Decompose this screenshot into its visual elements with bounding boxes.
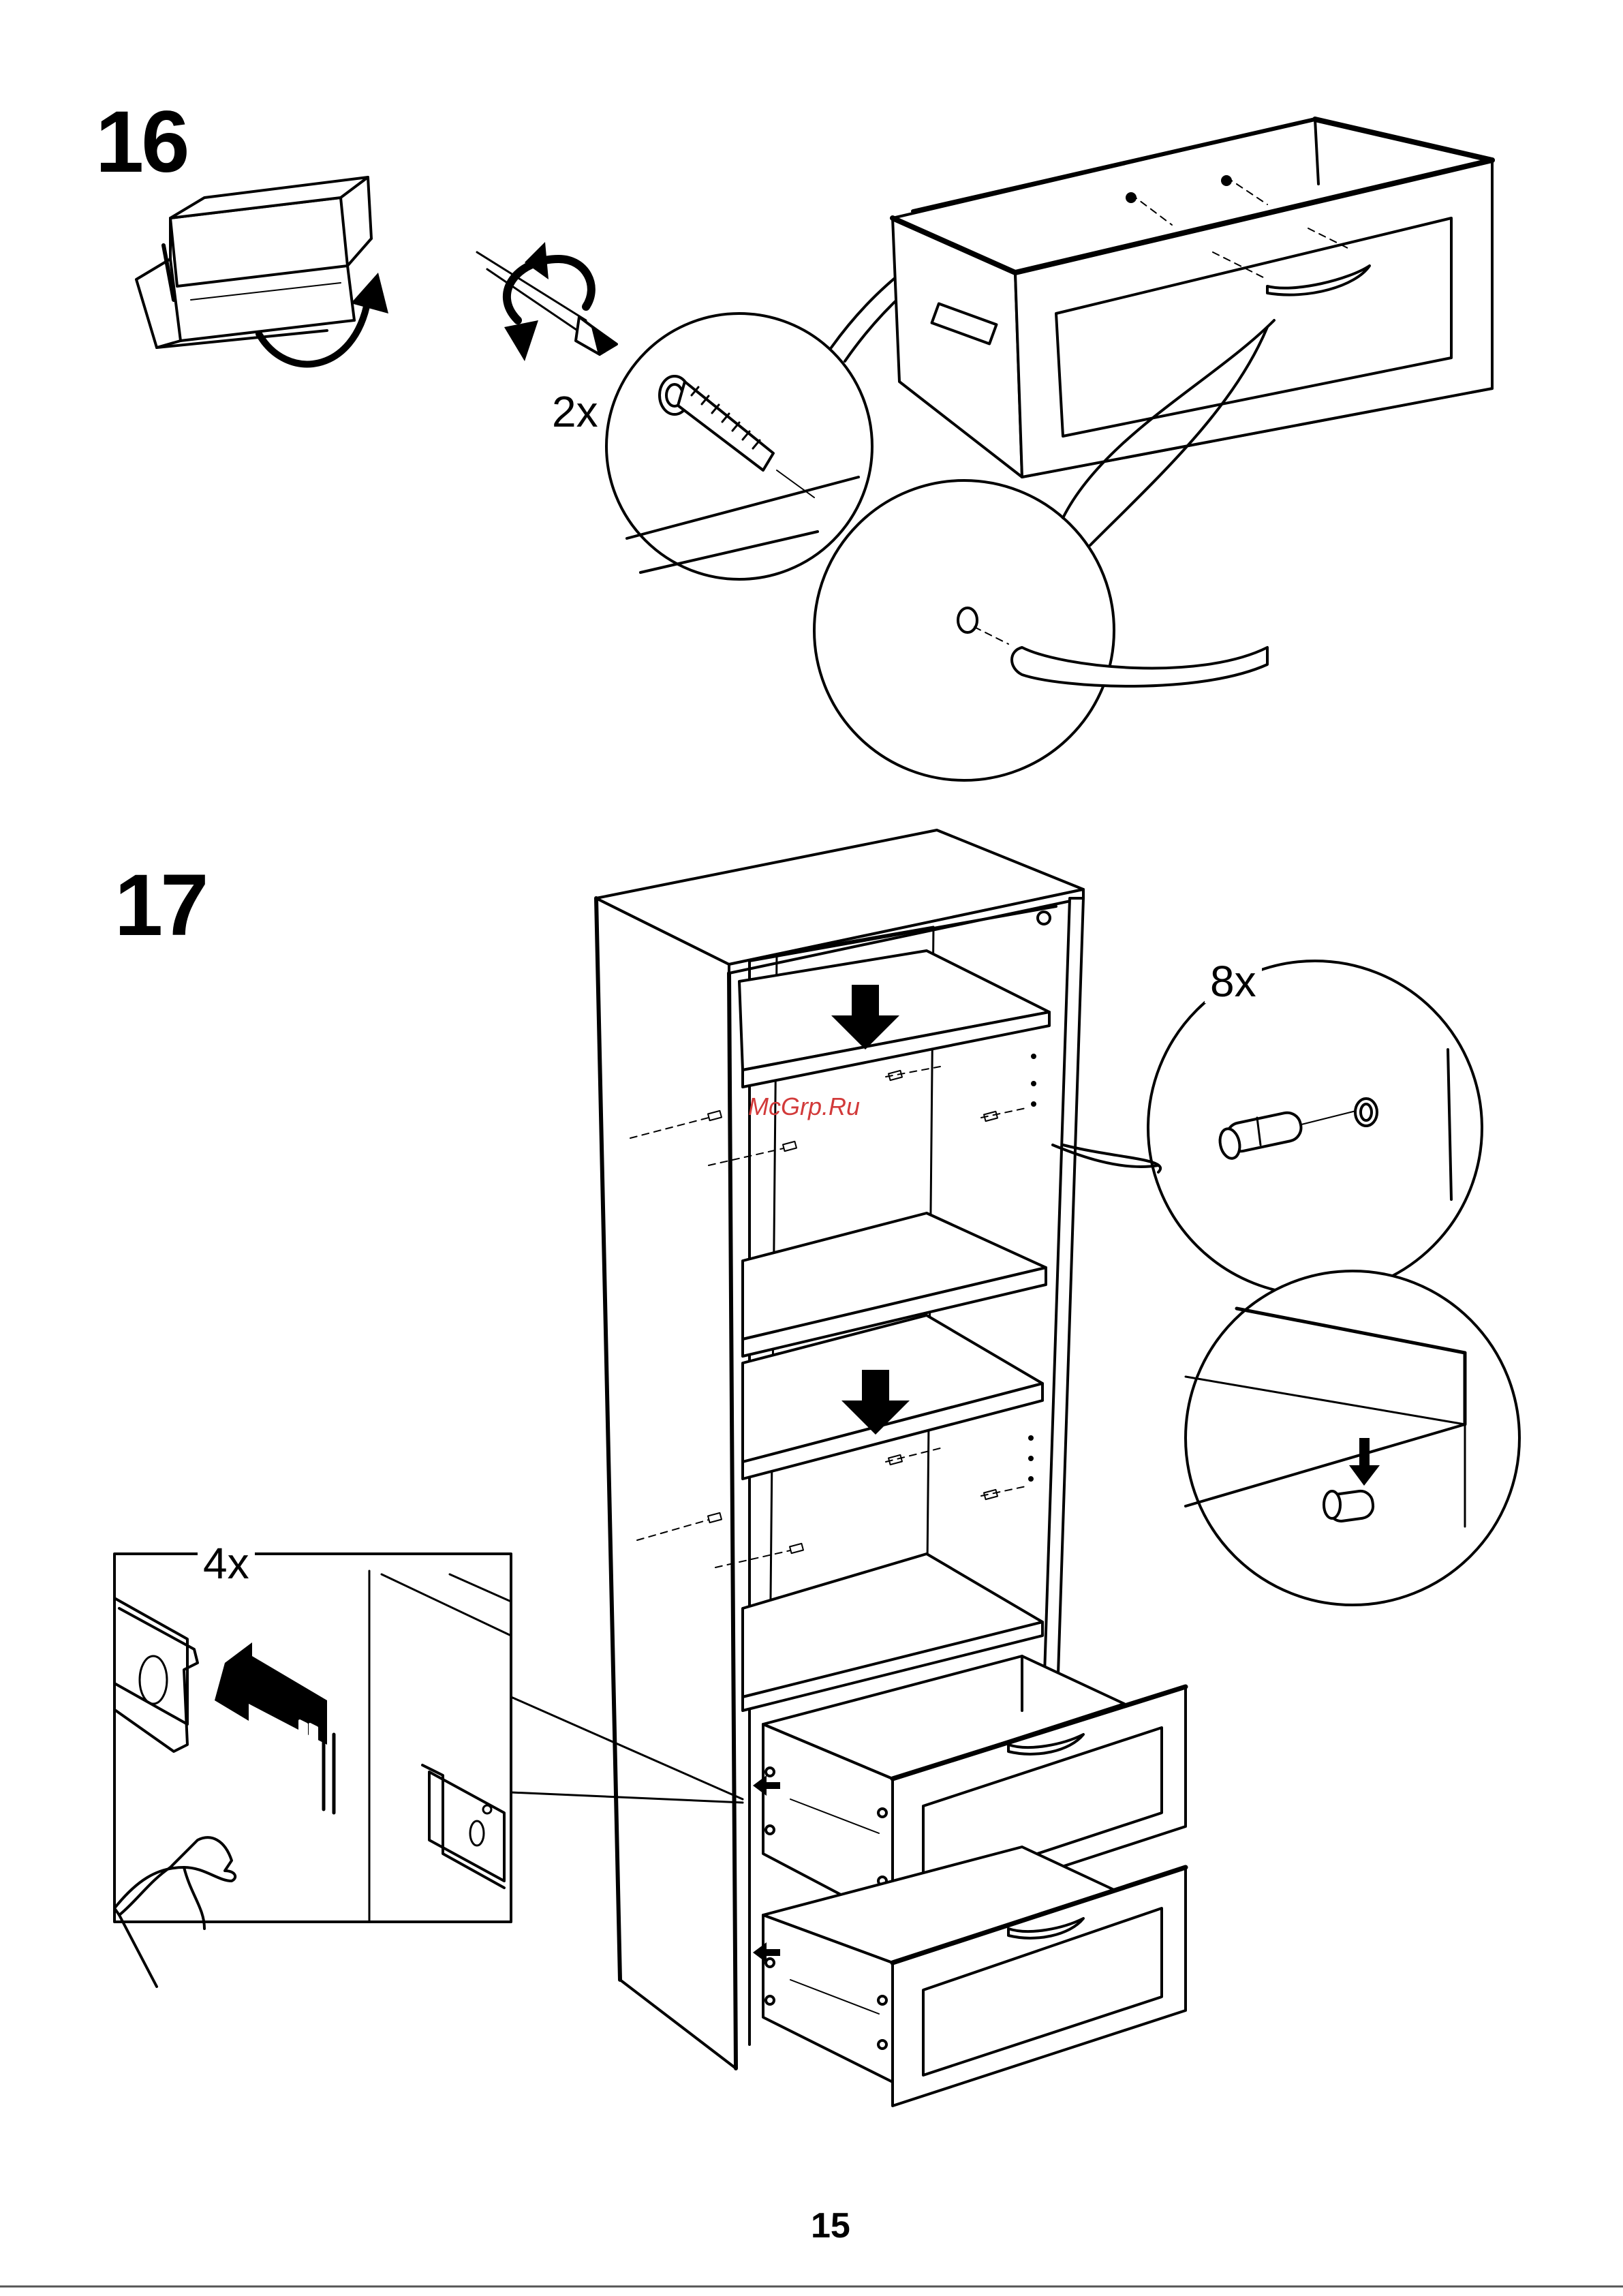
quantity-label-slides: 4x (198, 1542, 255, 1585)
step-number-17: 17 (114, 862, 206, 949)
quantity-label-screws: 2x (546, 390, 604, 433)
dowel-icon (1324, 1490, 1374, 1523)
dowel-detail-callout (1053, 961, 1482, 1295)
watermark: McGrp.Ru (748, 1095, 860, 1119)
step-number-16: 16 (95, 99, 187, 186)
quantity-label-dowels: 8x (1205, 960, 1262, 1003)
page-number: 15 (811, 2208, 850, 2244)
shelf-support-detail-callout (1186, 1271, 1519, 1605)
drawer-front-assembly (893, 119, 1492, 477)
rotate-arrow-icon (259, 273, 388, 364)
flip-drawer-thumbnail (136, 177, 371, 348)
